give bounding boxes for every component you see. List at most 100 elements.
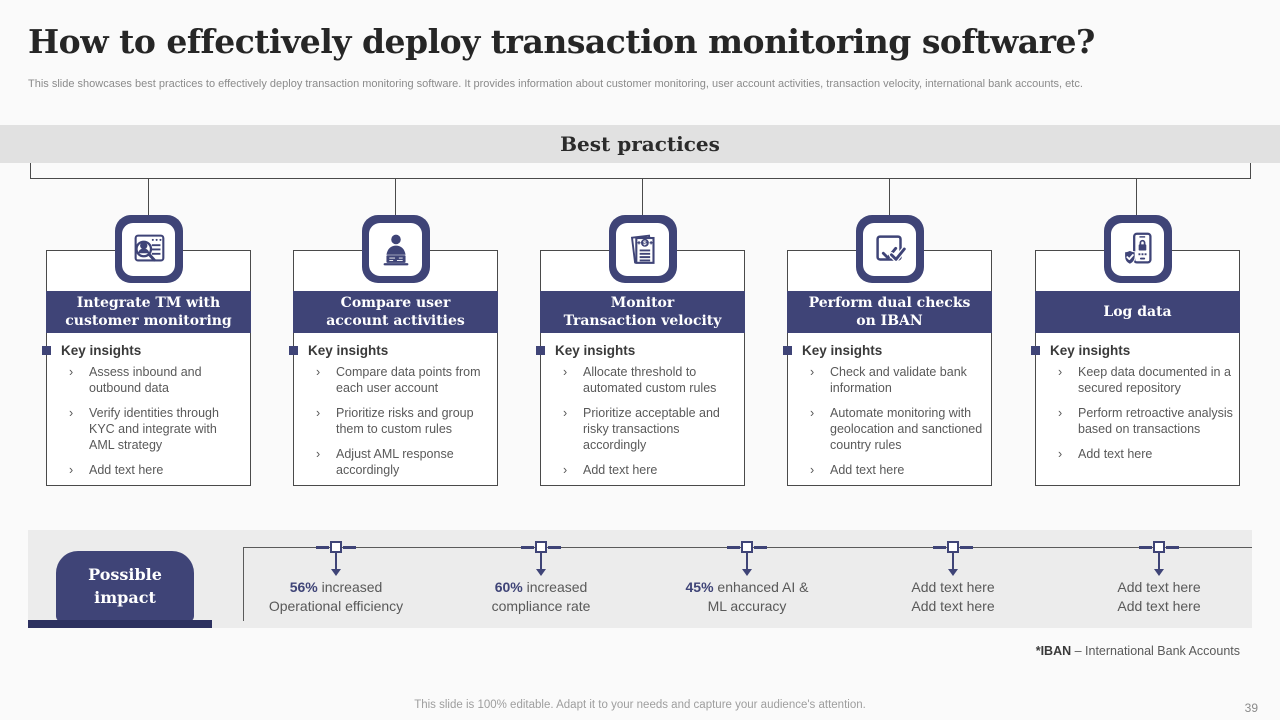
card-title: Monitor Transaction velocity	[540, 291, 745, 333]
chevron-bullet-icon: ›	[1058, 406, 1063, 420]
page-subtitle: This slide showcases best practices to e…	[28, 78, 1083, 90]
chevron-bullet-icon: ›	[810, 406, 815, 420]
insights-list: ›Allocate threshold to automated custom …	[563, 364, 738, 487]
practice-card-compare-accounts: Compare user account activities Key insi…	[289, 215, 498, 487]
square-bullet-icon	[289, 346, 298, 355]
impact-milestone-label: 45% enhanced AI & ML accuracy	[685, 579, 809, 614]
milestone-node-icon	[741, 541, 753, 553]
chevron-bullet-icon: ›	[810, 365, 815, 379]
best-practices-banner: Best practices	[0, 125, 1280, 163]
list-item: ›Compare data points from each user acco…	[316, 365, 481, 395]
node-tick	[548, 545, 561, 549]
list-item: ›Add text here	[69, 463, 164, 477]
list-item: ›Keep data documented in a secured repos…	[1058, 365, 1231, 395]
insights-list: ›Assess inbound and outbound data ›Verif…	[69, 364, 244, 487]
possible-impact-panel: Possible impact 56% increased Operationa…	[28, 530, 1252, 628]
list-item: ›Prioritize acceptable and risky transac…	[563, 406, 720, 452]
chevron-bullet-icon: ›	[810, 463, 815, 477]
down-arrowhead-icon	[1154, 569, 1164, 576]
insights-label: Key insights	[61, 343, 142, 358]
card-title: Log data	[1035, 291, 1240, 333]
connector-line-3	[642, 178, 643, 217]
icon-badge	[855, 215, 924, 283]
icon-badge	[1103, 215, 1172, 283]
down-arrowhead-icon	[331, 569, 341, 576]
milestone-node-icon	[1153, 541, 1165, 553]
chevron-bullet-icon: ›	[563, 406, 568, 420]
list-item: ›Allocate threshold to automated custom …	[563, 365, 717, 395]
list-item: ›Verify identities through KYC and integ…	[69, 406, 219, 452]
icon-badge	[361, 215, 430, 283]
square-bullet-icon	[536, 346, 545, 355]
banner-label: Best practices	[560, 132, 720, 156]
chevron-bullet-icon: ›	[69, 365, 74, 379]
down-arrow-icon	[335, 553, 337, 569]
square-bullet-icon	[1031, 346, 1040, 355]
icon-badge	[114, 215, 183, 283]
milestone-node-icon	[535, 541, 547, 553]
chevron-bullet-icon: ›	[69, 406, 74, 420]
insights-label: Key insights	[555, 343, 636, 358]
chevron-bullet-icon: ›	[316, 365, 321, 379]
editable-note: This slide is 100% editable. Adapt it to…	[414, 699, 866, 711]
down-arrowhead-icon	[948, 569, 958, 576]
practice-card-integrate-tm: Integrate TM with customer monitoring Ke…	[42, 215, 251, 487]
node-tick	[754, 545, 767, 549]
insights-label: Key insights	[308, 343, 389, 358]
down-arrowhead-icon	[536, 569, 546, 576]
card-title: Compare user account activities	[293, 291, 498, 333]
connector-line-4	[889, 178, 890, 217]
down-arrow-icon	[746, 553, 748, 569]
page-title: How to effectively deploy transaction mo…	[28, 22, 1095, 61]
square-bullet-icon	[783, 346, 792, 355]
milestone-node-icon	[947, 541, 959, 553]
down-arrow-icon	[1158, 553, 1160, 569]
square-bullet-icon	[42, 346, 51, 355]
node-tick	[316, 545, 329, 549]
invoice-dollar-icon: $	[616, 222, 669, 276]
list-item: ›Prioritize risks and group them to cust…	[316, 406, 474, 436]
card-title: Integrate TM with customer monitoring	[46, 291, 251, 333]
list-item: ›Add text here	[1058, 447, 1153, 461]
list-item: ›Automate monitoring with geolocation an…	[810, 406, 983, 452]
connector-line-2	[395, 178, 396, 217]
down-arrow-icon	[540, 553, 542, 569]
iban-footnote: *IBAN – International Bank Accounts	[1035, 644, 1240, 658]
page-number: 39	[1244, 701, 1258, 715]
impact-milestone-label: 60% increased compliance rate	[491, 579, 591, 614]
insights-label: Key insights	[1050, 343, 1131, 358]
node-tick	[1166, 545, 1179, 549]
icon-badge: $	[608, 215, 677, 283]
list-item: ›Perform retroactive analysis based on t…	[1058, 406, 1233, 436]
list-item: ›Add text here	[810, 463, 905, 477]
impact-milestone-label: Add text here Add text here	[911, 579, 995, 614]
practice-card-dual-checks-iban: Perform dual checks on IBAN Key insights…	[783, 215, 992, 487]
customer-profile-search-icon	[122, 222, 175, 276]
impact-milestone-label: 56% increased Operational efficiency	[268, 579, 404, 614]
down-arrow-icon	[952, 553, 954, 569]
card-title: Perform dual checks on IBAN	[787, 291, 992, 333]
chevron-bullet-icon: ›	[563, 463, 568, 477]
node-tick	[343, 545, 356, 549]
impact-milestone-label: Add text here Add text here	[1117, 579, 1201, 614]
insights-list: ›Compare data points from each user acco…	[316, 364, 491, 487]
milestone-node-icon	[330, 541, 342, 553]
possible-impact-label: Possible impact	[56, 551, 194, 622]
chevron-bullet-icon: ›	[563, 365, 568, 379]
chevron-bullet-icon: ›	[69, 463, 74, 477]
list-item: ›Assess inbound and outbound data	[69, 365, 202, 395]
svg-text:$: $	[643, 240, 647, 247]
dual-check-icon	[863, 222, 916, 276]
list-item: ›Check and validate bank information	[810, 365, 967, 395]
impact-underbar	[28, 620, 212, 628]
practice-card-log-data: Log data Key insights ›Keep data documen…	[1031, 215, 1240, 486]
chevron-bullet-icon: ›	[316, 447, 321, 461]
chevron-bullet-icon: ›	[1058, 447, 1063, 461]
practice-card-transaction-velocity: $ Monitor Transaction velocity Key insig…	[536, 215, 745, 487]
connector-line-5	[1136, 178, 1137, 217]
mobile-security-icon	[1111, 222, 1164, 276]
list-item: ›Adjust AML response accordingly	[316, 447, 454, 477]
insights-list: ›Check and validate bank information ›Au…	[810, 364, 985, 487]
impact-connector-vertical	[243, 547, 244, 621]
node-tick	[521, 545, 534, 549]
